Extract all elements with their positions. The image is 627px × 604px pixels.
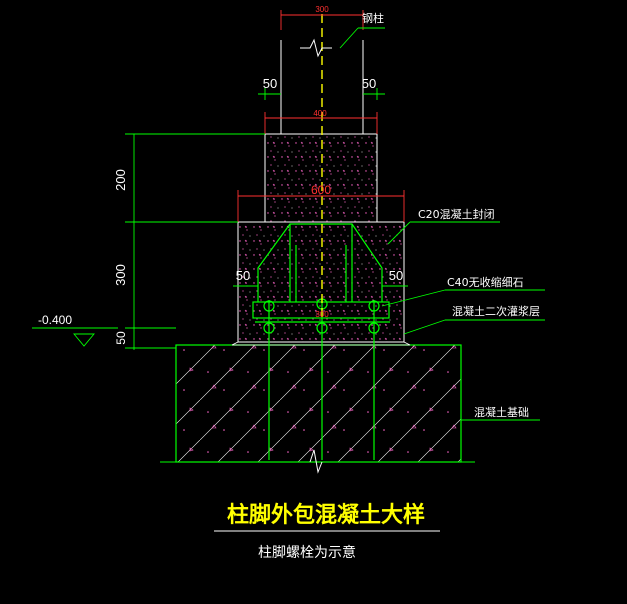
dim-upper-width: 400 [313,109,327,118]
drawing-subtitle: 柱脚螺栓为示意 [258,544,356,561]
dim-side-left: 50 [236,268,250,283]
label-c20-seal: C20混凝土封闭 [418,207,495,221]
dim-left-gap: 50 [263,76,277,91]
dim-h-200: 200 [113,169,128,191]
dim-base-plate: 300 [315,310,329,319]
dim-h-300: 300 [113,264,128,286]
dimension-lines-green [32,27,545,421]
dimension-lines [237,10,405,222]
drawing-title: 柱脚外包混凝土大样 [227,502,425,528]
label-elevation: -0.400 [38,313,72,327]
anchor-bolts [263,296,380,460]
dim-lower-width: 600 [311,183,331,197]
dim-side-right: 50 [389,268,403,283]
foundation-block [160,344,475,474]
dim-right-gap: 50 [362,76,376,91]
dim-col-width: 300 [315,5,329,14]
label-foundation: 混凝土基础 [474,405,529,419]
label-c40-line2: 混凝土二次灌浆层 [452,304,540,318]
label-c40-line1: C40无收缩细石 [447,275,524,289]
label-steel-column: 钢柱 [362,11,384,25]
dim-h-50: 50 [114,331,128,345]
